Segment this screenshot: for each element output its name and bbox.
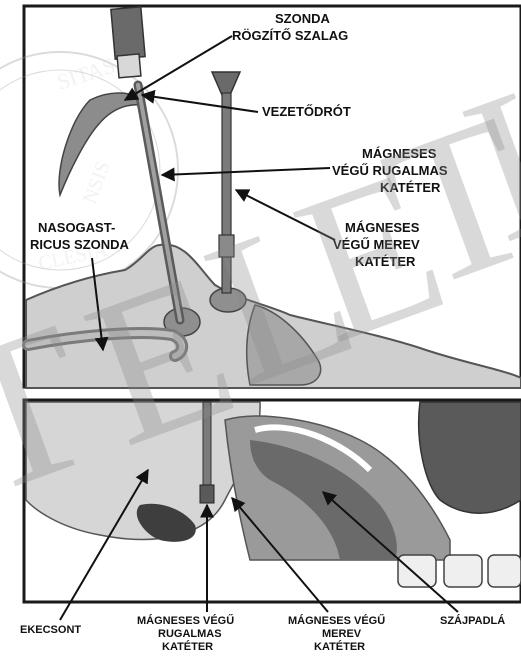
label-rogzito-szalag: RÖGZÍTŐ SZALAG xyxy=(232,28,348,43)
label-szajpadlas: SZÁJPADLÁ xyxy=(440,614,505,627)
label-szonda: SZONDA xyxy=(275,11,331,26)
label-bottom-rigid-1: MÁGNESES VÉGŰ xyxy=(288,614,385,627)
label-bottom-flexible-1: MÁGNESES VÉGŰ xyxy=(137,614,234,627)
label-nasogastric-2: RICUS SZONDA xyxy=(30,237,130,252)
bottom-rigid-tip xyxy=(200,485,214,503)
label-bottom-flexible-3: KATÉTER xyxy=(162,640,213,653)
label-bottom-rigid-2: MEREV xyxy=(322,628,362,640)
label-nasogastric-1: NASOGAST- xyxy=(38,220,115,235)
label-bottom-flexible-2: RUGALMAS xyxy=(158,628,222,640)
label-ekecsont: EKECSONT xyxy=(20,624,81,636)
label-bottom-rigid-3: KATÉTER xyxy=(314,640,365,653)
vertebrae xyxy=(398,555,521,587)
label-vezetodrot: VEZETŐDRÓT xyxy=(262,104,351,119)
